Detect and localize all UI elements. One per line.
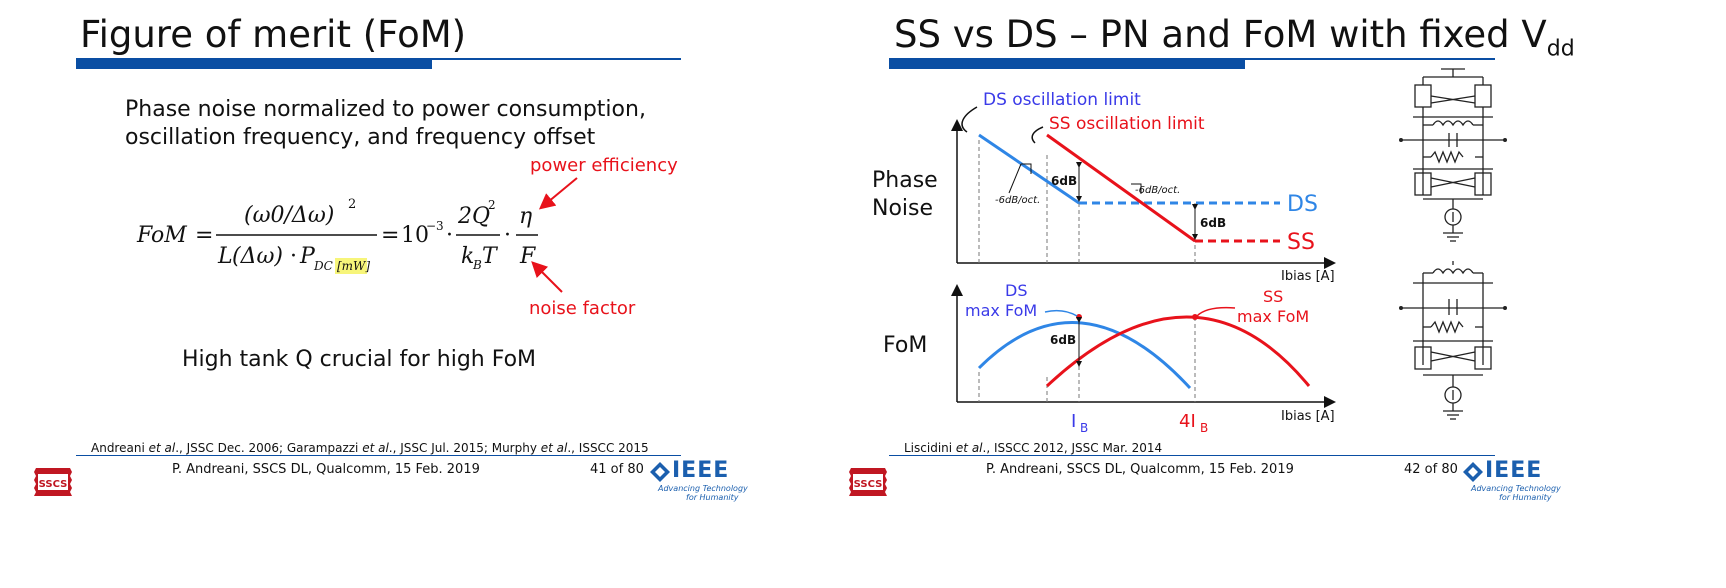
fom-ss-label-1: SS — [1263, 287, 1283, 306]
ds-oscillator-schematic — [1401, 68, 1505, 242]
svg-text:SSCS: SSCS — [39, 479, 68, 490]
intro-line-1: Phase noise normalized to power consumpt… — [125, 97, 646, 122]
fom-label: FoM — [883, 333, 928, 358]
power-efficiency-annotation: power efficiency — [530, 155, 678, 176]
footer-text: P. Andreani, SSCS DL, Qualcomm, 15 Feb. … — [986, 462, 1294, 477]
eq-fom: FoM — [136, 223, 187, 248]
pn-ds-slope — [978, 133, 1080, 205]
pn-slope-marker-1 — [1021, 163, 1032, 174]
ds-series-label: DS — [1287, 192, 1318, 217]
gap-label-2: 6dB — [1200, 216, 1226, 230]
ieee-logo: IEEE Advancing Technology for Humanity — [650, 458, 748, 504]
fom-x-axis-label: Ibias [A] — [1281, 409, 1335, 424]
page-number: 41 of 80 — [590, 462, 644, 477]
eq-equals-1: = — [195, 223, 213, 248]
eq-den-sub-box: [mW] — [337, 259, 370, 273]
annotation-arrows — [531, 177, 578, 293]
slope-label-1: -6dB/oct. — [995, 195, 1040, 206]
reference-line: Andreani et al., JSSC Dec. 2006; Garampa… — [91, 441, 649, 455]
fom-ds-label-2: max FoM — [965, 301, 1037, 320]
phase-noise-label: Phase Noise — [872, 168, 938, 221]
title-rule — [76, 58, 681, 60]
ieee-diamond-icon — [1463, 462, 1483, 482]
pn-ss-limit-pointer — [1031, 126, 1044, 144]
slide-title: Figure of merit (FoM) — [80, 13, 467, 56]
eq-dot-1: · — [446, 223, 453, 248]
eq-den-p: P — [299, 244, 316, 269]
fom-ss-curve — [1045, 315, 1311, 388]
eq-den-sub: DC — [313, 259, 333, 273]
ieee-diamond-icon — [650, 462, 670, 482]
phase-noise-chart: DS oscillation limit SS oscillation limi… — [951, 90, 1336, 284]
noise-factor-annotation: noise factor — [529, 298, 636, 319]
fom-ds-max-pointer — [1044, 309, 1078, 317]
fom-ss-label-2: max FoM — [1237, 307, 1309, 326]
tick-4ib: 4I — [1179, 411, 1196, 432]
eq-numerator: (ω0/Δω) — [244, 203, 334, 228]
ss-series-label: SS — [1287, 230, 1315, 255]
fom-chart: DS max FoM SS max FoM 6dB I B 4I B Ibias… — [951, 282, 1336, 435]
ss-limit-label: SS oscillation limit — [1049, 114, 1205, 134]
arrow-to-eta — [538, 177, 578, 210]
footer-rule — [889, 455, 1495, 456]
intro-text: Phase noise normalized to power consumpt… — [125, 96, 646, 152]
ss-oscillator-schematic — [1401, 261, 1505, 420]
eq-dot-2: · — [504, 223, 511, 248]
eq-frac2-num-exp: 2 — [488, 198, 496, 212]
tank-q-note: High tank Q crucial for high FoM — [182, 347, 537, 372]
fom-gap-label: 6dB — [1050, 333, 1076, 347]
oscillator-schematics — [1399, 68, 1507, 420]
eq-frac2-den-sub: B — [472, 258, 482, 272]
intro-line-2: oscillation frequency, and frequency off… — [125, 125, 596, 150]
ds-limit-label: DS oscillation limit — [983, 90, 1141, 110]
pn-ds-limit-pointer — [961, 106, 978, 133]
eq-equals-2: = — [381, 223, 399, 248]
pn-ss-slope — [1046, 133, 1196, 243]
page-number: 42 of 80 — [1404, 462, 1458, 477]
footer-text: P. Andreani, SSCS DL, Qualcomm, 15 Feb. … — [172, 462, 480, 477]
eq-frac2-den-t: T — [482, 244, 499, 269]
eq-highlight-box — [335, 258, 367, 274]
eq-den-arg: (Δω) — [232, 244, 283, 269]
eq-numerator-exp: 2 — [348, 197, 356, 212]
pn-x-axis-label: Ibias [A] — [1281, 269, 1335, 284]
tick-ib: I — [1071, 411, 1076, 432]
reference-line: Liscidini et al., ISSCC 2012, JSSC Mar. … — [904, 441, 1163, 455]
arrow-to-f — [531, 261, 563, 293]
slide-42: SS vs DS – PN and FoM with fixed Vdd Pha… — [849, 0, 1726, 588]
fom-ds-label-1: DS — [1005, 282, 1027, 300]
tick-4ib-sub: B — [1200, 421, 1208, 435]
eq-eta: η — [519, 204, 532, 229]
eq-coefficient: 10 — [401, 223, 429, 248]
eq-den-l: L — [217, 244, 233, 269]
fom-equation: FoM = (ω0/Δω) 2 L (Δω) · P DC [mW] = 10 … — [136, 197, 538, 274]
eq-coefficient-exp: −3 — [426, 219, 444, 233]
eq-frac2-den-k: k — [461, 244, 474, 269]
slide-41: Figure of merit (FoM) Phase noise normal… — [0, 0, 860, 588]
sscs-logo: SSCS — [849, 468, 887, 496]
eq-frac2-num: 2Q — [457, 204, 490, 229]
footer-rule — [76, 455, 681, 456]
slope-label-2: -6dB/oct. — [1135, 185, 1180, 196]
pn-slope-marker-2 — [1131, 183, 1142, 194]
fom-ds-max-dot — [1076, 314, 1082, 320]
title-accent-bar — [889, 60, 1245, 69]
ieee-logo: IEEE Advancing Technology for Humanity — [1463, 458, 1561, 504]
tick-ib-sub: B — [1080, 421, 1088, 435]
sscs-logo: SSCS — [34, 468, 72, 496]
eq-den-dot: · — [290, 244, 297, 269]
slide-title: SS vs DS – PN and FoM with fixed Vdd — [894, 13, 1575, 62]
gap-label-1: 6dB — [1051, 174, 1077, 188]
fom-ss-max-pointer — [1196, 306, 1236, 317]
title-rule — [889, 58, 1495, 60]
title-accent-bar — [76, 60, 432, 69]
svg-text:SSCS: SSCS — [854, 479, 883, 490]
